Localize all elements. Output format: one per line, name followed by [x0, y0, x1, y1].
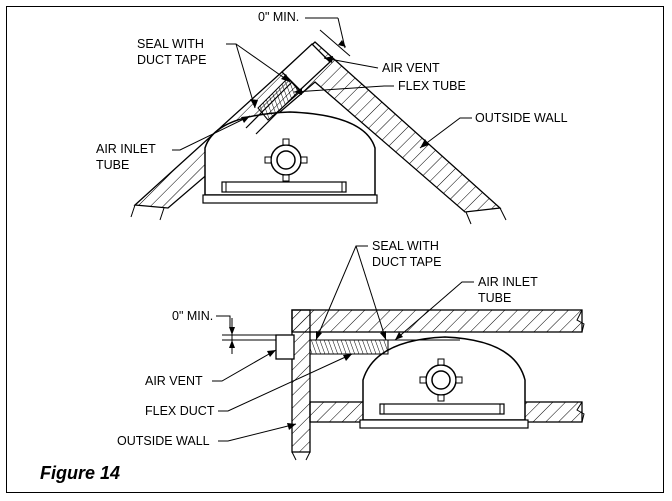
top-outside-wall-label: OUTSIDE WALL — [475, 111, 568, 125]
top-air-vent-label: AIR VENT — [382, 61, 440, 75]
bottom-air-inlet-label-line2: TUBE — [478, 291, 511, 305]
top-seal-label-line2: DUCT TAPE — [137, 53, 206, 67]
bottom-seal-label-line2: DUCT TAPE — [372, 255, 441, 269]
top-clearance-label: 0" MIN. — [258, 10, 299, 24]
bottom-view: 0" MIN. SEAL WITH DUCT TAPE AIR INLET TU… — [117, 239, 585, 461]
top-view: 0" MIN. SEAL WITH DUCT TAPE AIR VENT FLE… — [96, 10, 568, 225]
bottom-furnace-unit — [359, 336, 529, 429]
figure-title: Figure 14 — [40, 463, 121, 483]
top-flex-tube-label: FLEX TUBE — [398, 79, 466, 93]
bottom-clearance-label: 0" MIN. — [172, 309, 213, 323]
bottom-seal-label-line1: SEAL WITH — [372, 239, 439, 253]
air-inlet-tube — [245, 81, 303, 135]
bottom-air-vent — [275, 334, 295, 360]
bottom-flex-duct-label: FLEX DUCT — [145, 404, 215, 418]
bottom-flex-duct — [309, 339, 389, 355]
top-air-inlet-label-line1: AIR INLET — [96, 142, 156, 156]
bottom-outside-wall-label: OUTSIDE WALL — [117, 434, 210, 448]
bottom-air-inlet-label-line1: AIR INLET — [478, 275, 538, 289]
furnace-unit — [202, 111, 378, 204]
outside-wall-roof — [130, 41, 507, 225]
air-vent — [281, 43, 331, 91]
top-air-inlet-label-line2: TUBE — [96, 158, 129, 172]
top-seal-label-line1: SEAL WITH — [137, 37, 204, 51]
bottom-air-vent-label: AIR VENT — [145, 374, 203, 388]
